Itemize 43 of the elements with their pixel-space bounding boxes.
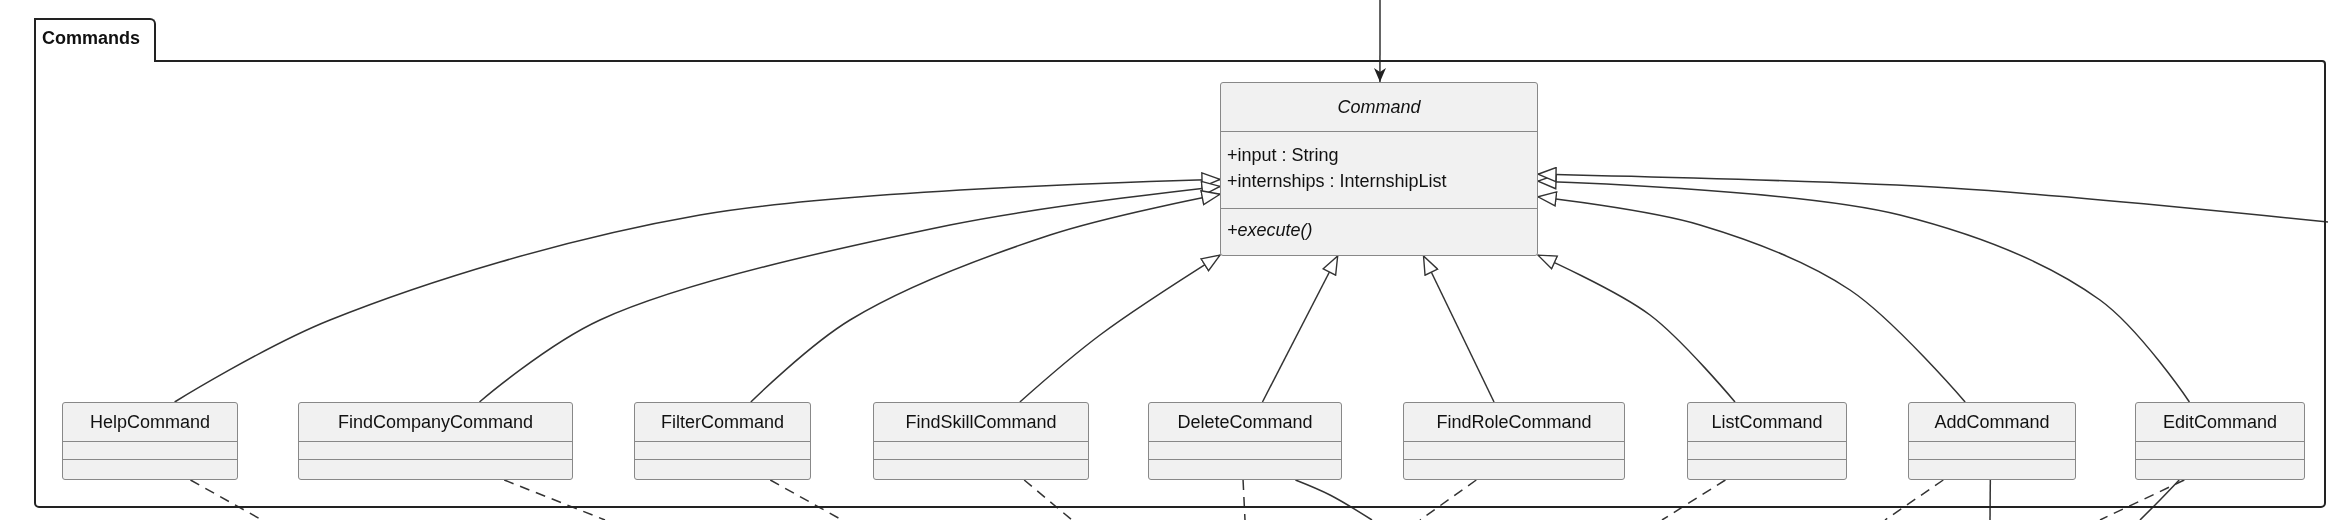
class-box xyxy=(1403,402,1625,480)
dependency-line xyxy=(2099,479,2186,520)
inheritance-arrow xyxy=(1422,255,1495,403)
class-box xyxy=(1220,82,1538,256)
attribute-text: +input : String xyxy=(1226,144,1340,167)
inheritance-arrow xyxy=(1537,166,2328,223)
inheritance-arrow xyxy=(1261,255,1339,403)
class-box xyxy=(62,402,238,480)
class-name: EditCommand xyxy=(2162,411,2277,433)
class-name: FindSkillCommand xyxy=(905,411,1057,433)
dependency-line xyxy=(2139,479,2180,520)
method-text: +execute() xyxy=(1226,219,1314,242)
dependency-line xyxy=(1242,479,1246,520)
arrow xyxy=(1373,0,1386,83)
class-box xyxy=(1687,402,1847,480)
class-box xyxy=(1148,402,1342,480)
dependency-line xyxy=(1884,479,1945,520)
package-label: Commands xyxy=(34,18,156,62)
inheritance-arrow xyxy=(1019,254,1221,403)
class-name: AddCommand xyxy=(1934,411,2050,433)
inheritance-arrow xyxy=(750,190,1221,403)
class-box xyxy=(298,402,573,480)
class-name: DeleteCommand xyxy=(1177,411,1313,433)
class-name: Command xyxy=(1337,96,1421,118)
inheritance-arrow xyxy=(1537,191,1966,403)
class-name: HelpCommand xyxy=(89,411,211,433)
class-name: ListCommand xyxy=(1711,411,1823,433)
dependency-line xyxy=(503,479,606,520)
dependency-line xyxy=(1023,479,1073,520)
inheritance-arrow xyxy=(478,180,1221,403)
class-name: FilterCommand xyxy=(661,411,784,433)
class-box xyxy=(873,402,1089,480)
inheritance-arrow xyxy=(1537,254,1736,403)
class-box xyxy=(1908,402,2076,480)
class-box xyxy=(2135,402,2305,480)
class-box xyxy=(634,402,811,480)
class-name: FindRoleCommand xyxy=(1436,411,1592,433)
dependency-line xyxy=(1419,479,1477,520)
class-name: FindCompanyCommand xyxy=(337,411,534,433)
dependency-line xyxy=(1989,479,1992,520)
attribute-text: +internships : InternshipList xyxy=(1226,170,1448,193)
inheritance-arrow xyxy=(173,172,1221,403)
dependency-line xyxy=(1294,479,1373,520)
